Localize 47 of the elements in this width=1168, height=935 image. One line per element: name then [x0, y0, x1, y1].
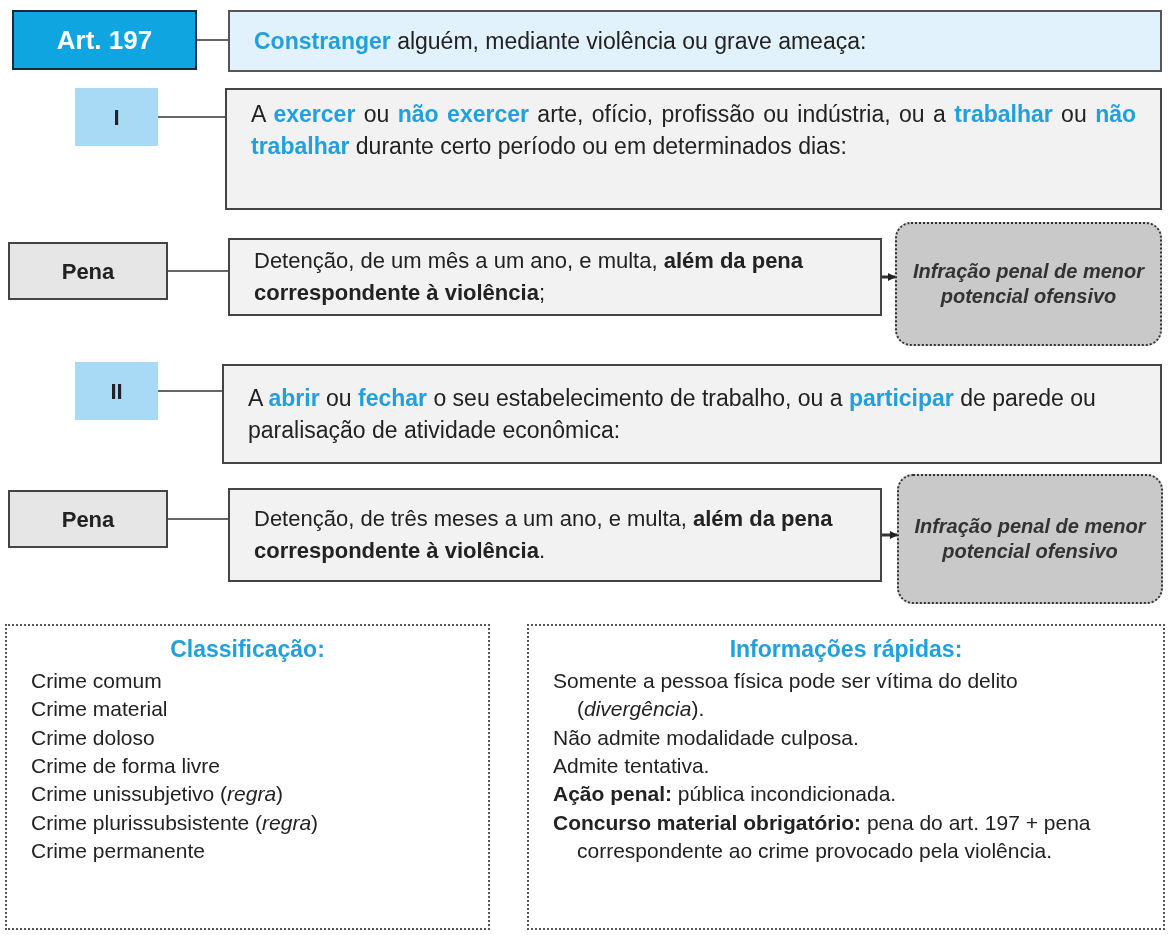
label-text: II: [110, 377, 123, 406]
list-item: Crime plurissubsistente (regra): [31, 809, 320, 836]
connector-line: [167, 518, 229, 520]
list-item: Crime unissubjetivo (regra): [31, 781, 285, 808]
list-item: Crime doloso: [31, 724, 156, 751]
offense-note-box: [895, 222, 1162, 346]
classification-panel: [5, 624, 490, 930]
arrow: [882, 273, 896, 281]
list-item: Admite tentativa.: [553, 753, 711, 780]
panel-heading: Informações rápidas:: [728, 635, 964, 664]
list-item: Crime permanente: [31, 838, 206, 865]
penalty-label-box: [8, 490, 168, 548]
body-text: A exercer ou não exercer arte, ofício, profissão ou indústria, ou a trabalhar ou não trabalhar durante certo período ou em determinados dias:: [251, 100, 1136, 162]
list-item: Concurso material obrigatório: pena do art. 197 + pena correspondente ao crime provocado pela violência.: [553, 809, 1092, 865]
connector-line: [157, 390, 223, 392]
label-text: Pena: [61, 257, 115, 286]
list-item: Somente a pessoa física pode ser vítima do delito (divergência).: [553, 668, 1019, 723]
offense-note-box: [897, 474, 1163, 604]
penalty-text-box: [228, 238, 882, 316]
body-text: Detenção, de três meses a um ano, e multa, além da pena correspondente à violência.: [254, 505, 834, 565]
connector-line: [167, 270, 229, 272]
list-item: Crime comum: [31, 668, 163, 695]
list-item: Crime material: [31, 696, 169, 723]
item-text-box: [225, 88, 1162, 210]
item-text-box: [222, 364, 1162, 464]
item-label-box: [75, 88, 158, 146]
panel-heading: Classificação:: [169, 635, 326, 664]
label-text: Pena: [61, 505, 115, 534]
body-text: Detenção, de um mês a um ano, e multa, além da pena correspondente à violência;: [254, 247, 805, 307]
connector-line: [157, 116, 226, 118]
arrow: [882, 531, 898, 539]
body-text: Constranger alguém, mediante violência ou grave ameaça:: [254, 26, 868, 56]
penalty-text-box: [228, 488, 882, 582]
article-text-box: [228, 10, 1162, 72]
list-item: Não admite modalidade culposa.: [553, 724, 860, 751]
penalty-label-box: [8, 242, 168, 300]
list-item: Ação penal: pública incondicionada.: [553, 781, 898, 808]
item-label-box: [75, 362, 158, 420]
note-text: Infração penal de menor potencial ofensivo: [911, 259, 1146, 309]
note-text: Infração penal de menor potencial ofensivo: [913, 514, 1148, 564]
connector-line: [196, 39, 229, 41]
body-text: A abrir ou fechar o seu estabelecimento de trabalho, ou a participar de parede ou paralisação de atividade econômica:: [248, 383, 1097, 445]
info-panel: [527, 624, 1165, 930]
label-text: Art. 197: [56, 23, 153, 57]
label-text: I: [113, 103, 120, 132]
list-item: Crime de forma livre: [31, 753, 222, 780]
article-label-box: [12, 10, 197, 70]
